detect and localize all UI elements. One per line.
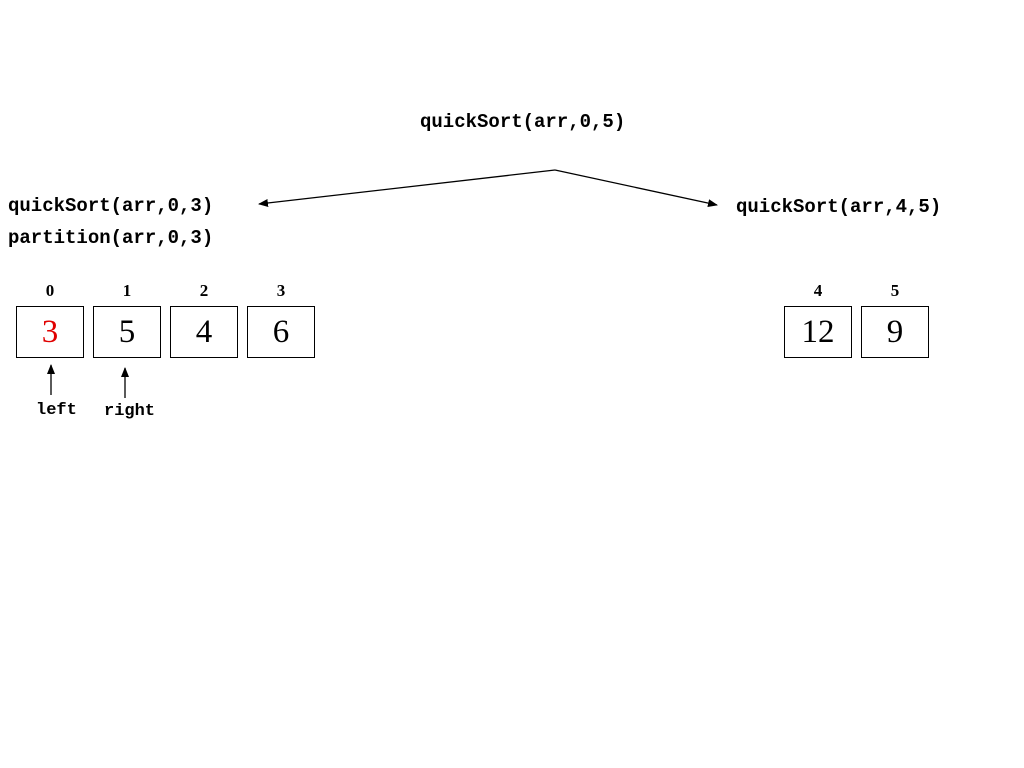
cell-value: 5 [118,313,136,350]
left-array-cell: 6 [247,306,315,358]
cell-value: 9 [886,313,904,350]
left-array-index: 1 [122,281,132,300]
right-array-index: 5 [890,281,900,300]
left-array-index: 2 [199,281,209,300]
cell-value: 6 [272,313,290,350]
cell-value: 4 [195,313,213,350]
right-array-cell: 9 [861,306,929,358]
left-array-cell: 3 [16,306,84,358]
cell-value: 12 [801,313,835,350]
left-call-label: quickSort(arr,0,3) [8,195,214,217]
right-array-index: 4 [813,281,823,300]
arrow-to-right-call [554,169,718,208]
right-call-label: quickSort(arr,4,5) [736,196,942,218]
arrow-to-left-call [258,169,556,207]
left-pointer-label: left [36,401,77,420]
left-array-index: 3 [276,281,286,300]
left-array-index: 0 [45,281,55,300]
right-array-cell: 12 [784,306,852,358]
right-pointer-label: right [104,402,156,421]
root-call-label: quickSort(arr,0,5) [420,111,626,133]
left-array-cell: 4 [170,306,238,358]
cell-value: 3 [41,313,59,350]
left-partition-label: partition(arr,0,3) [8,227,214,249]
left-array-cell: 5 [93,306,161,358]
